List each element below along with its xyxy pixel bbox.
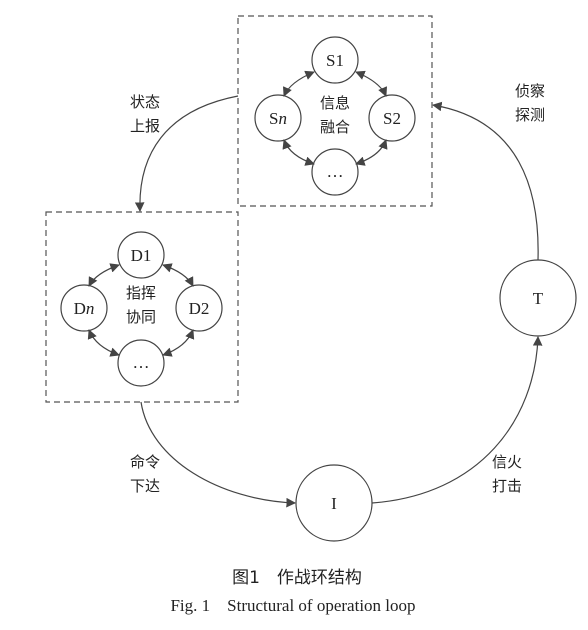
node-dn: [60, 284, 108, 332]
edge-command-issue-label-2: 下达: [130, 477, 160, 495]
edge-fire-strike-label-1: 信火: [492, 453, 522, 471]
edge-recon-detect-label-1: 侦察: [515, 82, 545, 100]
node-d1-label: D1: [131, 246, 152, 265]
node-sn-italic: n: [278, 109, 287, 128]
caption-en: Fig. 1 Structural of operation loop: [170, 596, 415, 615]
sensor-center-label-2: 融合: [320, 118, 350, 136]
node-d2: [175, 284, 223, 332]
command-link-d1-d2: [162, 263, 194, 287]
node-sn: [254, 94, 302, 142]
node-s1: [311, 36, 359, 84]
node-s-more: [311, 148, 359, 196]
caption-cn: 图1 作战环结构: [232, 568, 362, 588]
node-s-more-label: …: [327, 162, 344, 181]
node-sn-main: S: [269, 109, 278, 128]
command-group-box: [45, 211, 239, 403]
edge-fire-strike-label-2: 打击: [492, 477, 522, 495]
sensor-link-s1-sn: [282, 70, 315, 97]
command-link-dn-more: [87, 329, 120, 357]
node-target-label: T: [533, 289, 544, 308]
edge-status-report-label-2: 上报: [130, 117, 160, 135]
edge-fire-strike: [371, 336, 543, 504]
sensor-link-s1-s2: [355, 70, 388, 97]
command-center-label-1: 指挥: [126, 284, 156, 302]
sensor-group-box: [237, 15, 433, 207]
edge-command-issue-label-1: 命令: [130, 453, 160, 471]
node-s1-label: S1: [326, 51, 344, 70]
node-sn-label: Sn: [269, 109, 287, 128]
sensor-link-sn-more: [282, 139, 315, 166]
node-d1: [117, 231, 165, 279]
node-dn-italic: n: [86, 299, 95, 318]
edge-recon-detect: [432, 101, 539, 261]
node-d2-label: D2: [189, 299, 210, 318]
command-center-label-2: 协同: [126, 308, 156, 326]
node-dn-label: Dn: [74, 299, 95, 318]
node-dn-main: D: [74, 299, 86, 318]
node-d-more-label: …: [133, 353, 150, 372]
node-interceptor-label: I: [331, 494, 337, 513]
edge-status-report: [134, 95, 239, 212]
command-link-d2-more: [162, 329, 195, 357]
sensor-link-s2-more: [355, 139, 388, 166]
command-link-d1-dn: [88, 263, 120, 287]
node-d-more: [117, 339, 165, 387]
edge-status-report-label-1: 状态: [130, 93, 160, 111]
edge-recon-detect-label-2: 探测: [515, 106, 545, 124]
node-s2-label: S2: [383, 109, 401, 128]
edge-command-issue: [140, 401, 296, 508]
node-s2: [368, 94, 416, 142]
sensor-center-label-1: 信息: [320, 94, 350, 112]
